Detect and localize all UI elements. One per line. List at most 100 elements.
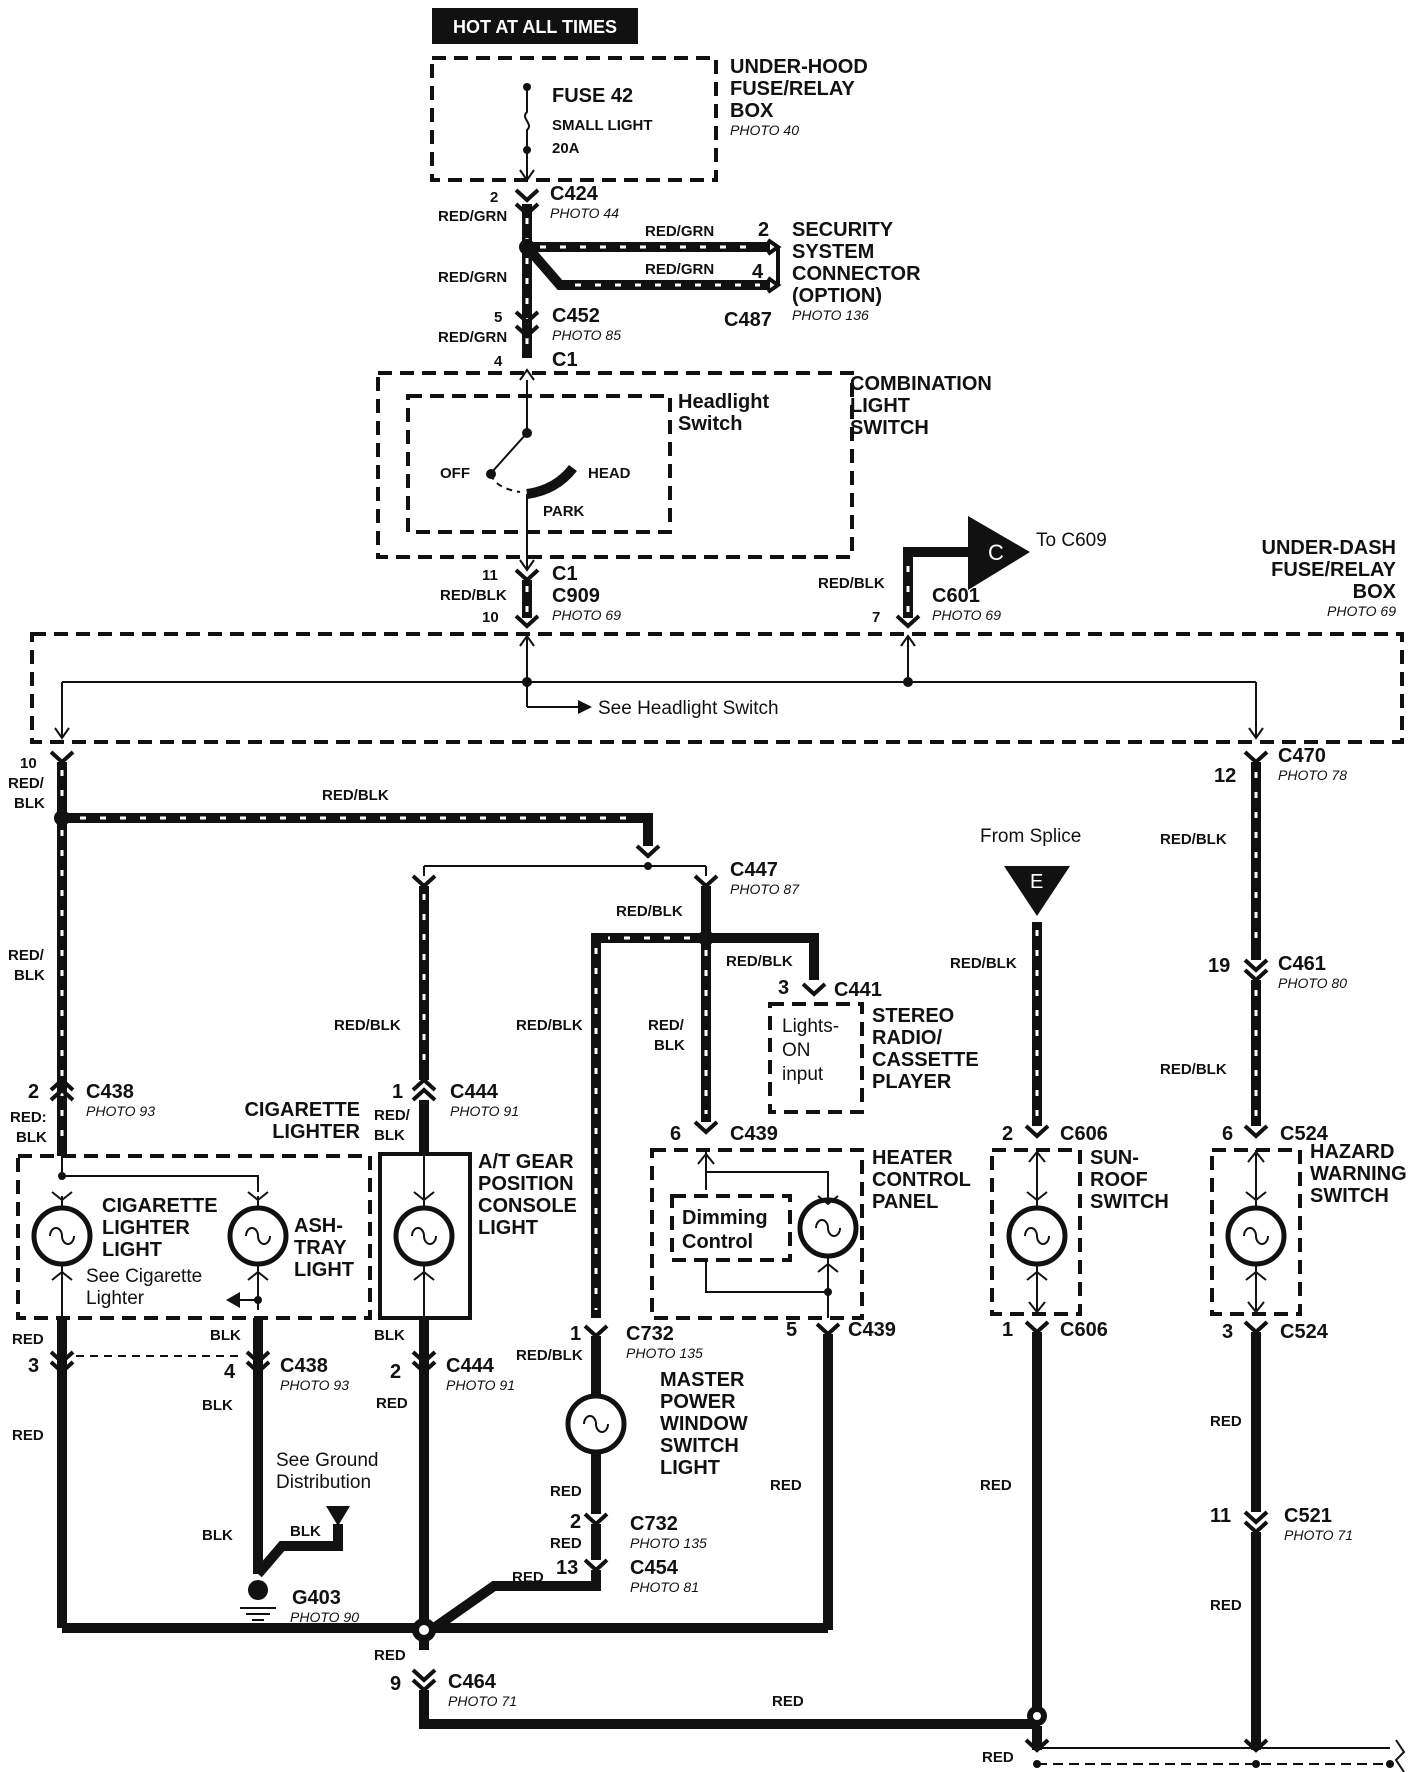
- fuse-name: SMALL LIGHT: [552, 117, 653, 134]
- see-ground-2: Distribution: [276, 1472, 371, 1493]
- stereo-wire: RED/BLK: [726, 953, 793, 970]
- c447-photo: PHOTO 87: [730, 881, 800, 897]
- c521-connector: [1243, 1510, 1269, 1535]
- c447-wire: RED/BLK: [616, 903, 683, 920]
- switch-off-label: OFF: [440, 465, 470, 482]
- c461-pin: 19: [1208, 955, 1230, 977]
- security-label-1: SECURITY: [792, 219, 894, 241]
- underhood-photo: PHOTO 40: [730, 122, 799, 138]
- hazard-wire-2: RED/BLK: [1160, 1061, 1227, 1078]
- head-contact: [526, 464, 577, 499]
- c438b-label: C438: [280, 1355, 328, 1377]
- sec-wire-2: RED/GRN: [645, 261, 714, 278]
- atgear-bulb: [393, 1205, 455, 1267]
- cig-lighter-label-2: LIGHTER: [272, 1121, 360, 1143]
- underdash-photo: PHOTO 69: [1327, 603, 1396, 619]
- c909-wire: RED/BLK: [440, 587, 507, 604]
- c438-wire-b: BLK: [16, 1129, 47, 1146]
- mpw-label-1: MASTER: [660, 1369, 745, 1391]
- c454-pin: 13: [556, 1557, 578, 1579]
- underdash-label-3: BOX: [1353, 581, 1397, 603]
- switch-lever: [491, 432, 528, 473]
- ground-wire-blk-3: BLK: [290, 1523, 321, 1540]
- c521-photo: PHOTO 71: [1284, 1527, 1353, 1543]
- c601-photo: PHOTO 69: [932, 607, 1001, 623]
- from-splice: From Splice: [980, 826, 1081, 847]
- underhood-label-3: BOX: [730, 100, 774, 122]
- ash-label-3: LIGHT: [294, 1259, 354, 1281]
- cig-light-bulb: [31, 1205, 93, 1267]
- stereo-label-3: CASSETTE: [872, 1049, 979, 1071]
- cig-light-label-3: LIGHT: [102, 1239, 162, 1261]
- fuse-label: FUSE 42: [552, 85, 633, 107]
- heater-box: [650, 1148, 864, 1320]
- ash-label-1: ASH-: [294, 1215, 343, 1237]
- top-wire-label: RED/BLK: [322, 787, 389, 804]
- c447-label: C447: [730, 859, 778, 881]
- lights-on-3: input: [782, 1064, 824, 1085]
- see-cig-1: See Cigarette: [86, 1266, 202, 1287]
- c470-photo: PHOTO 78: [1278, 767, 1347, 783]
- mpw-label-2: POWER: [660, 1391, 736, 1413]
- c464-wire-red: RED: [374, 1647, 406, 1664]
- mpw-wire-red: RED: [550, 1483, 582, 1500]
- c438-photo: PHOTO 93: [86, 1103, 155, 1119]
- c1-top-pin: 4: [494, 353, 503, 370]
- stereo-box: [768, 1002, 864, 1114]
- hazard-wire-red-1: RED: [1210, 1413, 1242, 1430]
- c439-top-pin: 6: [670, 1123, 681, 1145]
- c464-pin: 9: [390, 1673, 401, 1695]
- mpw-label-3: WINDOW: [660, 1413, 748, 1435]
- sec-pin-2: 2: [758, 219, 769, 241]
- c438b-wire-blk: BLK: [210, 1327, 241, 1344]
- underhood-label-1: UNDER-HOOD: [730, 56, 868, 78]
- hazard-label-2: WARNING: [1310, 1163, 1407, 1185]
- sunroof-label-1: SUN-: [1090, 1147, 1139, 1169]
- c454-photo: PHOTO 81: [630, 1579, 699, 1595]
- c732-bottom-pin: 2: [570, 1511, 581, 1533]
- c452-pin: 5: [494, 309, 502, 326]
- g403-point: [248, 1580, 268, 1600]
- c524-top-pin: 6: [1222, 1123, 1233, 1145]
- c461-connector: [1243, 958, 1269, 983]
- cig-light-label-1: CIGARETTE: [102, 1195, 218, 1217]
- left-wire-1b: BLK: [14, 795, 45, 812]
- c444b-label: C444: [446, 1355, 495, 1377]
- c524-bottom-connector: [1243, 1320, 1269, 1335]
- switch-park-label: PARK: [543, 503, 585, 520]
- bus-break: [1394, 1739, 1406, 1772]
- c424-pin: 2: [490, 189, 498, 206]
- left-wire-red: RED: [12, 1427, 44, 1444]
- underdash-label-2: FUSE/RELAY: [1271, 559, 1397, 581]
- c524-top-label: C524: [1280, 1123, 1329, 1145]
- c601-connector: [895, 614, 921, 629]
- lights-on-2: ON: [782, 1040, 811, 1061]
- c454-connector: [583, 1558, 609, 1573]
- ashtray-bulb: [227, 1205, 289, 1267]
- c444b-pin: 2: [390, 1361, 401, 1383]
- headlight-switch-box: [406, 394, 672, 534]
- c444b-photo: PHOTO 91: [446, 1377, 515, 1393]
- c438-wire-a: RED:: [10, 1109, 47, 1126]
- c452-label: C452: [552, 305, 600, 327]
- c601-label: C601: [932, 585, 980, 607]
- hazard-wire-red-2: RED: [1210, 1597, 1242, 1614]
- c606-top-connector: [1024, 1124, 1050, 1139]
- c424-wire: RED/GRN: [438, 208, 507, 225]
- stereo-label-4: PLAYER: [872, 1071, 952, 1093]
- c521-label: C521: [1284, 1505, 1332, 1527]
- c452-wire: RED/GRN: [438, 329, 507, 346]
- c444-photo: PHOTO 91: [450, 1103, 519, 1119]
- c732-top-connector: [583, 1324, 609, 1339]
- ash-label-2: TRAY: [294, 1237, 347, 1259]
- hazard-bulb: [1225, 1205, 1287, 1267]
- c439-bottom-pin: 5: [786, 1319, 797, 1341]
- heater-label-2: CONTROL: [872, 1169, 971, 1191]
- c439-bottom-label: C439: [848, 1319, 896, 1341]
- bottom-red-right: RED: [982, 1749, 1014, 1766]
- sec-wire-1: RED/GRN: [645, 223, 714, 240]
- underhood-fuse-box: [430, 56, 718, 182]
- c1-bottom-label: C1: [552, 563, 578, 585]
- security-label-2: SYSTEM: [792, 241, 874, 263]
- atgear-label-2: POSITION: [478, 1173, 574, 1195]
